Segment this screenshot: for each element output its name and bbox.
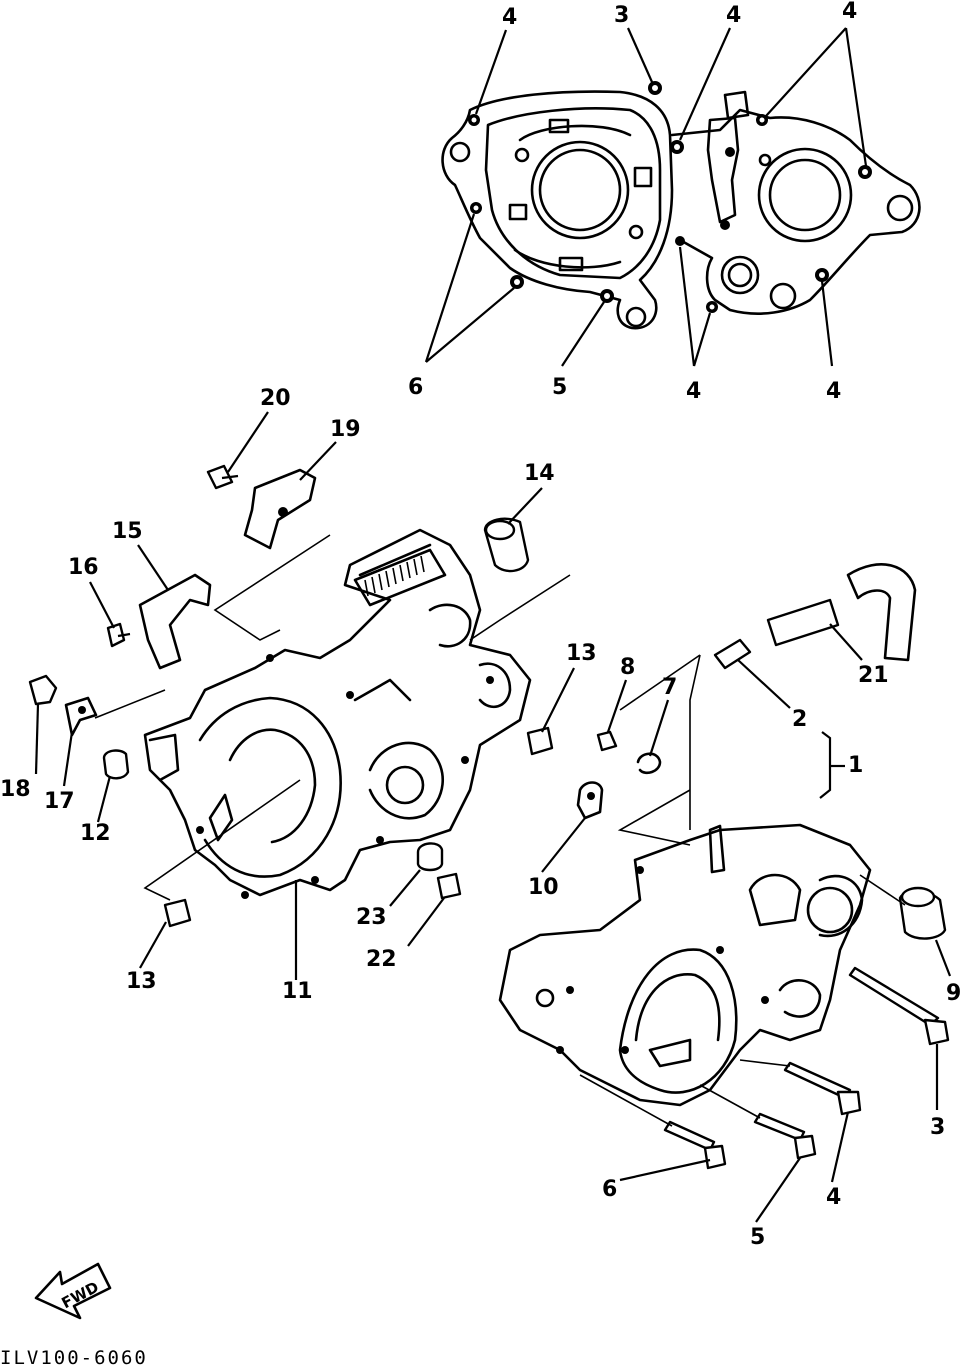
diagram-code: ILV100-6060 xyxy=(0,1347,148,1367)
callout-3: 3 xyxy=(930,1115,945,1140)
callout-20: 20 xyxy=(260,386,291,411)
callout-4: 4 xyxy=(826,379,841,404)
callout-6: 6 xyxy=(408,375,423,400)
callout-23: 23 xyxy=(356,905,387,930)
callout-5: 5 xyxy=(750,1225,765,1250)
left-crankcase-assembly xyxy=(143,528,532,899)
right-crankcase-assembly xyxy=(498,823,950,1170)
callout-4: 4 xyxy=(842,0,857,24)
callout-18: 18 xyxy=(0,777,31,802)
fwd-arrow: FWD xyxy=(34,1262,112,1320)
callout-16: 16 xyxy=(68,555,99,580)
callout-13: 13 xyxy=(566,641,597,666)
callout-2: 2 xyxy=(792,707,807,732)
callout-7: 7 xyxy=(662,675,677,700)
callout-6: 6 xyxy=(602,1177,617,1202)
callout-19: 19 xyxy=(330,417,361,442)
crankcase-face-view xyxy=(424,27,921,367)
callout-15: 15 xyxy=(112,519,143,544)
callout-4: 4 xyxy=(686,379,701,404)
callout-labels: 4 3 4 4 6 5 4 4 20 19 14 15 16 13 8 7 21… xyxy=(0,0,961,1250)
callout-11: 11 xyxy=(282,979,313,1004)
callout-9: 9 xyxy=(946,981,961,1006)
callout-12: 12 xyxy=(80,821,111,846)
callout-10: 10 xyxy=(528,875,559,900)
callout-14: 14 xyxy=(524,461,555,486)
callout-3: 3 xyxy=(614,3,629,28)
callout-8: 8 xyxy=(620,655,635,680)
callout-1: 1 xyxy=(848,753,863,778)
callout-4: 4 xyxy=(826,1185,841,1210)
callout-4: 4 xyxy=(726,3,741,28)
callout-5: 5 xyxy=(552,375,567,400)
callout-17: 17 xyxy=(44,789,75,814)
leader-lines xyxy=(34,411,952,1223)
callout-21: 21 xyxy=(858,663,889,688)
left-small-parts xyxy=(28,464,917,928)
callout-13: 13 xyxy=(126,969,157,994)
callout-4: 4 xyxy=(502,5,517,30)
callout-22: 22 xyxy=(366,947,397,972)
